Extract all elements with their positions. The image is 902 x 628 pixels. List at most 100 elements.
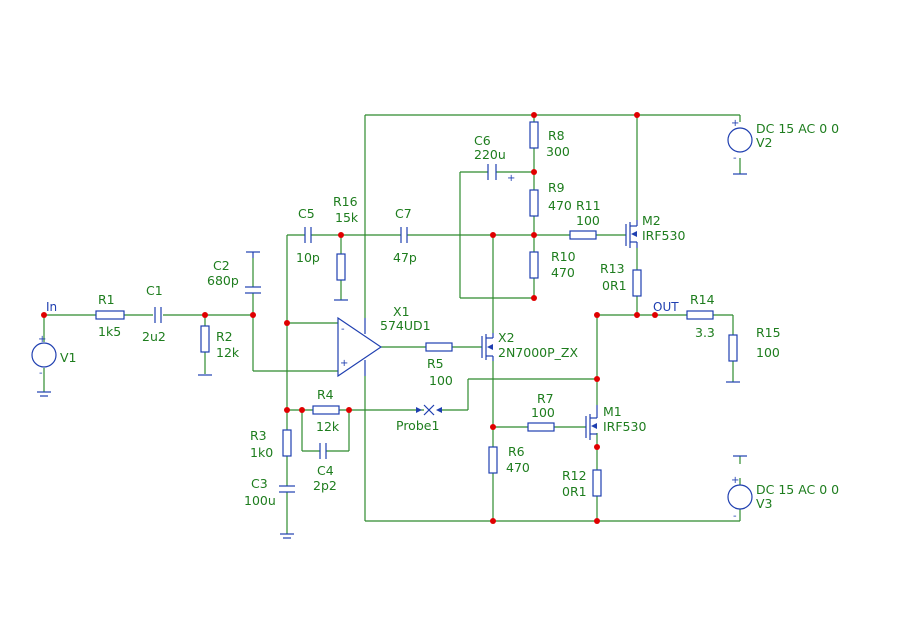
v2-name: V2 [756,135,773,150]
r6-name: R6 [508,444,525,459]
c6-name: C6 [474,133,491,148]
svg-text:+: + [731,118,739,129]
r5-name: R5 [427,356,444,371]
x2-value: 2N7000P_ZX [498,345,578,360]
capacitor-c1 [154,307,162,323]
svg-text:-: - [341,324,345,335]
resistor-r4 [312,405,340,415]
r7-name: R7 [537,391,554,406]
r11-name: R11 [576,198,601,213]
resistors [95,121,738,497]
v1-name: V1 [60,350,77,365]
r14-value: 3.3 [695,325,715,340]
resistor-r16 [336,253,346,281]
svg-text:+: + [340,358,348,369]
resistor-r15 [728,334,738,362]
resistor-r7 [527,422,555,432]
r12-value: 0R1 [562,484,587,499]
capacitors: + [154,164,515,493]
net-label-in: In [46,300,57,314]
resistor-r12 [592,469,602,497]
m1-value: IRF530 [603,419,646,434]
x2-name: X2 [498,330,515,345]
capacitor-c4 [319,443,327,459]
c6-value: 220u [474,147,506,162]
capacitor-c7 [400,227,408,243]
ground-c2 [246,251,260,258]
voltage-sources: +- +- +- [31,118,753,522]
net-labels: In OUT Probe1 [46,300,679,433]
ground-c3 [280,533,294,539]
x1-name: X1 [393,304,410,319]
c4-name: C4 [317,463,334,478]
m2-name: M2 [642,213,661,228]
voltage-source-v2: +- [727,118,753,164]
r3-value: 1k0 [250,445,273,460]
c3-name: C3 [251,476,268,491]
svg-text:+: + [38,334,46,345]
resistor-r5 [425,342,453,352]
opamp-x1: - + [337,316,383,378]
x1-value: 574UD1 [380,318,431,333]
probe-label: Probe1 [396,418,439,433]
c7-name: C7 [395,206,412,221]
c2-value: 680p [207,273,239,288]
r9-value: 470 [548,198,572,213]
svg-text:-: - [39,368,43,379]
svg-text:+: + [507,173,515,184]
r3-name: R3 [250,428,267,443]
svg-text:-: - [733,153,737,164]
c5-name: C5 [298,206,315,221]
c2-name: C2 [213,258,230,273]
r13-value: 0R1 [602,278,627,293]
voltage-source-v1: +- [31,334,57,379]
r13-name: R13 [600,261,625,276]
r4-name: R4 [317,387,334,402]
probe-marker[interactable] [416,404,442,416]
m2-value: IRF530 [642,228,685,243]
net-label-out: OUT [653,300,679,314]
resistor-r13 [632,269,642,297]
r2-value: 12k [216,345,240,360]
r12-name: R12 [562,468,587,483]
r16-value: 15k [335,210,359,225]
resistor-r3 [282,429,292,457]
r8-value: 300 [546,144,570,159]
r4-value: 12k [316,419,340,434]
r9-name: R9 [548,180,565,195]
r10-value: 470 [551,265,575,280]
r16-name: R16 [333,194,358,209]
mosfet-x2 [481,333,494,361]
c1-value: 2u2 [142,329,166,344]
c5-value: 10p [296,250,320,265]
r8-name: R8 [548,128,565,143]
ground-symbols [37,173,747,539]
r10-name: R10 [551,249,576,264]
r1-name: R1 [98,292,115,307]
resistor-r9 [529,189,539,217]
resistor-r2 [200,325,210,353]
r6-value: 470 [506,460,530,475]
capacitor-c2 [245,286,261,294]
svg-text:+: + [731,475,739,486]
r11-value: 100 [576,213,600,228]
junction-nodes [41,112,658,524]
c4-value: 2p2 [313,478,337,493]
resistor-r8 [529,121,539,149]
c1-name: C1 [146,283,163,298]
resistor-r11 [569,230,597,240]
capacitor-c6: + [487,164,515,184]
v3-value: DC 15 AC 0 0 [756,482,839,497]
v2-value: DC 15 AC 0 0 [756,121,839,136]
c3-value: 100u [244,493,276,508]
capacitor-c3 [279,485,295,493]
r5-value: 100 [429,373,453,388]
resistor-r14 [686,310,714,320]
svg-text:-: - [733,511,737,522]
resistor-r1 [95,310,125,320]
mosfet-m2 [625,220,638,248]
v3-name: V3 [756,496,773,511]
r15-value: 100 [756,345,780,360]
